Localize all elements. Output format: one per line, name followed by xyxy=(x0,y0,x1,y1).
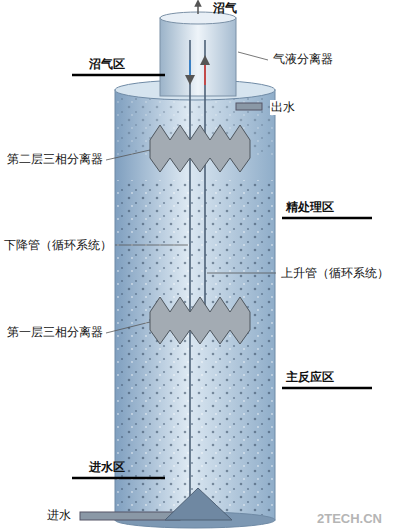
bubbles xyxy=(117,180,273,515)
watermark: 2TECH.CN xyxy=(316,511,383,526)
riser-pipe xyxy=(204,40,206,330)
part-label: 上升管（循环系统） xyxy=(280,266,390,281)
downcomer-pipe xyxy=(189,40,191,500)
separator-1 xyxy=(150,297,250,344)
part-label: 精处理区 xyxy=(285,200,335,215)
part-label: 进水 xyxy=(46,508,72,523)
leader-line xyxy=(106,150,150,160)
part-label: 第一层三相分离器 xyxy=(6,325,104,340)
leader-line xyxy=(238,52,268,60)
underline xyxy=(282,217,372,220)
leader-line xyxy=(106,322,150,333)
distributor xyxy=(165,488,232,520)
gas-outlet xyxy=(197,3,199,14)
part-label: 气液分离器 xyxy=(272,52,334,67)
part-label: 出水 xyxy=(270,100,296,115)
part-label: 下降管（循环系统） xyxy=(3,238,113,253)
flow-arrow xyxy=(204,60,206,85)
part-label: 沼气区 xyxy=(88,57,126,72)
part-label: 第二层三相分离器 xyxy=(6,152,104,167)
underline xyxy=(72,74,165,77)
gas-chamber xyxy=(160,18,236,96)
underline xyxy=(72,477,165,480)
part-label: 主反应区 xyxy=(285,370,335,385)
underline xyxy=(282,387,372,390)
part-label: 沼气 xyxy=(212,1,238,16)
leader-line xyxy=(207,273,276,274)
flow-arrow xyxy=(189,60,191,80)
outlet-pipe xyxy=(236,103,262,110)
tank-body xyxy=(115,90,275,520)
inlet-pipe xyxy=(80,512,180,520)
leader-line xyxy=(115,245,188,246)
separator-2 xyxy=(150,125,250,172)
part-label: 进水区 xyxy=(88,460,126,475)
